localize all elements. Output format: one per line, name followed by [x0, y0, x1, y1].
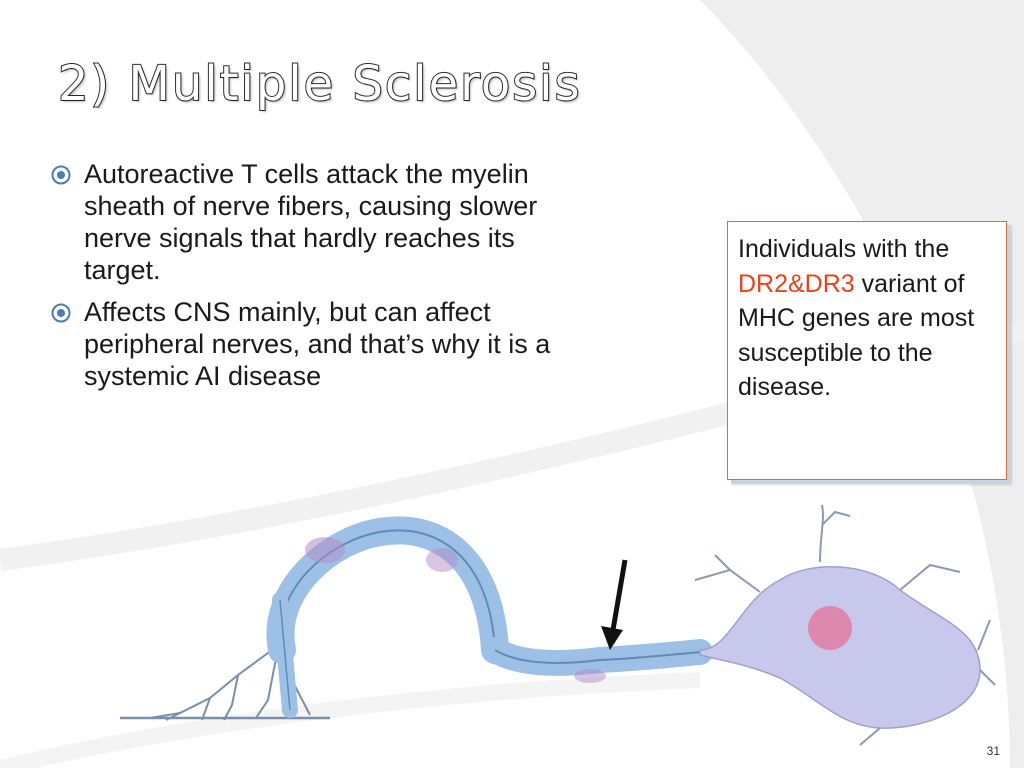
callout-highlight: DR2&DR3: [738, 269, 855, 298]
circled-dot-icon: [50, 158, 84, 192]
callout-text-end: variant of MHC genes are most susceptibl…: [738, 269, 975, 402]
neuron-illustration: [120, 504, 996, 746]
bullet-text: Affects CNS mainly, but can affect perip…: [84, 297, 551, 391]
axon-terminals: [120, 647, 330, 721]
callout-text: Individuals with the: [738, 235, 950, 263]
bullet-text: Autoreactive T cells attack the myelin s…: [84, 159, 538, 285]
callout-box: Individuals with the DR2&DR3 variant of …: [727, 221, 1007, 480]
bullet-item: Autoreactive T cells attack the myelin s…: [50, 158, 590, 286]
arrow-down-icon: [601, 559, 628, 650]
circled-dot-icon: [50, 296, 84, 330]
cell-body: [694, 504, 996, 746]
bullet-item: Affects CNS mainly, but can affect perip…: [50, 296, 590, 392]
slide-title: 2) Multiple Sclerosis: [57, 55, 582, 113]
bullet-list: Autoreactive T cells attack the myelin s…: [50, 158, 590, 402]
myelin-sheath: [266, 516, 713, 718]
slide-number: 31: [986, 744, 1000, 758]
